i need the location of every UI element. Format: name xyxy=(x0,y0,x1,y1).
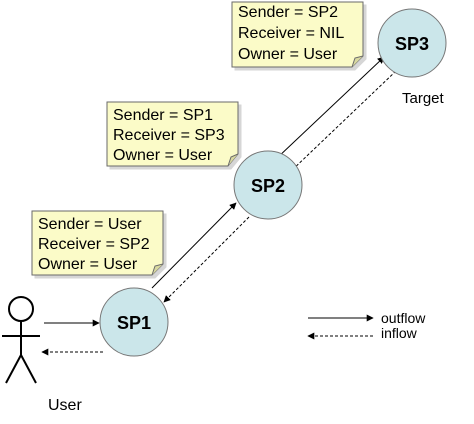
note-sp1-fold xyxy=(151,263,164,276)
node-sp1: SP1 xyxy=(99,287,169,357)
note-sp1-line-3: Owner = User xyxy=(38,256,138,273)
note-sp2-fold xyxy=(227,153,239,167)
note-sp3-line-3: Owner = User xyxy=(238,46,338,63)
legend-outflow-label: outflow xyxy=(381,310,426,326)
user-figure-icon xyxy=(2,296,40,384)
node-sp1-label: SP1 xyxy=(117,313,151,333)
note-sp2-line-2: Receiver = SP3 xyxy=(113,127,225,144)
user-label: User xyxy=(48,397,82,414)
node-sp2: SP2 xyxy=(233,150,303,220)
note-sp2-line-3: Owner = User xyxy=(113,147,213,164)
node-sp2-label: SP2 xyxy=(251,176,285,196)
note-sp3-line-2: Receiver = NIL xyxy=(238,25,344,42)
outflow-arrow-sp1-sp2 xyxy=(151,202,237,289)
legend-inflow-label: inflow xyxy=(381,325,418,341)
node-sp3-label: SP3 xyxy=(395,34,429,54)
note-sp1-line-1: Sender = User xyxy=(38,216,142,233)
outflow-arrow-sp2-sp3 xyxy=(275,56,385,160)
note-sp3: Sender = SP2 Receiver = NIL Owner = User xyxy=(231,1,364,68)
note-sp1: Sender = User Receiver = SP2 Owner = Use… xyxy=(31,210,164,276)
note-sp3-line-1: Sender = SP2 xyxy=(238,4,338,21)
inflow-arrow-sp3-sp2 xyxy=(288,70,397,174)
legend: outflow inflow xyxy=(307,310,426,341)
note-sp2-line-1: Sender = SP1 xyxy=(113,107,213,124)
note-sp2: Sender = SP1 Receiver = SP3 Owner = User xyxy=(106,101,239,167)
target-label: Target xyxy=(402,90,445,107)
inflow-arrow-sp2-sp1 xyxy=(163,216,250,303)
note-sp3-fold xyxy=(351,55,364,68)
node-sp3: SP3 xyxy=(377,8,447,78)
note-sp1-line-2: Receiver = SP2 xyxy=(38,236,150,253)
